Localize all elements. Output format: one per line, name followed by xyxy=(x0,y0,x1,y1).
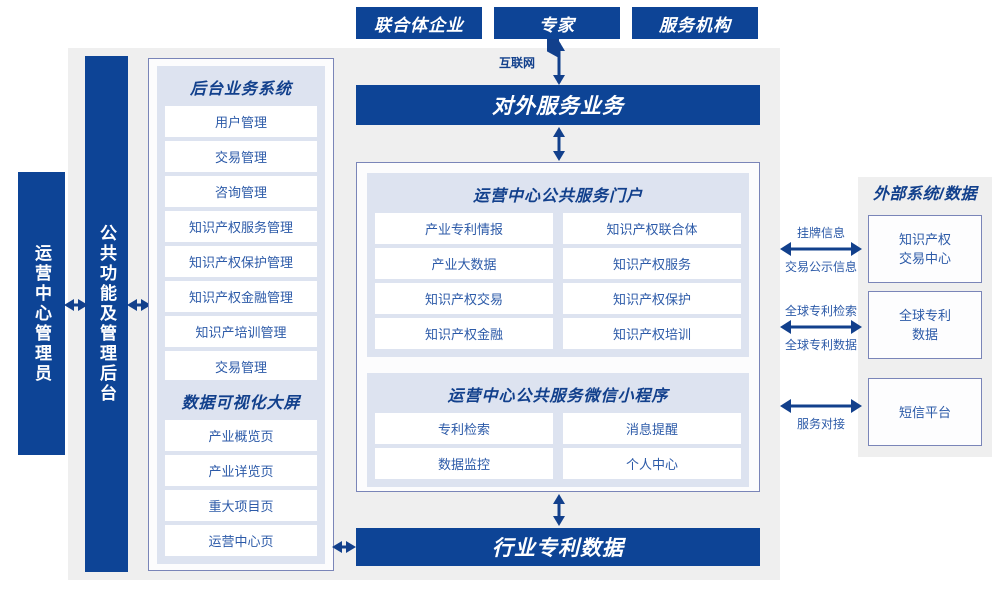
portal-item[interactable]: 知识产权金融 xyxy=(375,318,553,349)
portal-to-patent-data-arrow xyxy=(553,494,565,526)
backend-item[interactable]: 知识产权保护管理 xyxy=(165,246,317,277)
internet-connector-arrow xyxy=(547,39,565,85)
ext-box-line2: 交易中心 xyxy=(898,251,951,266)
service-to-portal-arrow xyxy=(553,127,565,161)
external-connector-label-below-2: 全球专利数据 xyxy=(784,338,857,352)
public-service-portal-group: 运营中心公共服务门户 产业专利情报 知识产权联合体 产业大数据 知识产权服务 知… xyxy=(367,173,749,357)
backend-business-system-group: 后台业务系统 用户管理 交易管理 咨询管理 知识产权服务管理 知识产权保护管理 … xyxy=(157,66,325,425)
portal-item[interactable]: 产业大数据 xyxy=(375,248,553,279)
external-connector-label-above-2: 全球专利检索 xyxy=(784,304,857,318)
backend-item[interactable]: 咨询管理 xyxy=(165,176,317,207)
common-to-backend-arrow xyxy=(127,299,151,311)
portal-item[interactable]: 知识产权交易 xyxy=(375,283,553,314)
backend-group-title: 后台业务系统 xyxy=(189,81,292,98)
mini-item[interactable]: 消息提醒 xyxy=(563,413,741,444)
portal-item[interactable]: 知识产权保护 xyxy=(563,283,741,314)
data-visualization-group: 数据可视化大屏 产业概览页 产业详览页 重大项目页 运营中心页 xyxy=(157,380,325,564)
actor-box-expert[interactable]: 专家 xyxy=(494,7,620,39)
backend-item[interactable]: 交易管理 xyxy=(165,351,317,382)
actor-box-union-enterprise[interactable]: 联合体企业 xyxy=(356,7,482,39)
ext-box-line2: 数据 xyxy=(911,327,938,342)
portal-item[interactable]: 知识产权联合体 xyxy=(563,213,741,244)
mini-item[interactable]: 数据监控 xyxy=(375,448,553,479)
external-connector-label-below-1: 交易公示信息 xyxy=(784,260,857,274)
portal-item[interactable]: 知识产权服务 xyxy=(563,248,741,279)
internet-label: 互联网 xyxy=(498,56,535,70)
mini-item[interactable]: 专利检索 xyxy=(375,413,553,444)
actor-box-service-agency[interactable]: 服务机构 xyxy=(632,7,758,39)
backend-item[interactable]: 知识产培训管理 xyxy=(165,316,317,347)
external-box-sms-platform[interactable]: 短信平台 xyxy=(868,378,982,446)
mini-item[interactable]: 个人中心 xyxy=(563,448,741,479)
portal-item[interactable]: 知识产权培训 xyxy=(563,318,741,349)
visual-group-title: 数据可视化大屏 xyxy=(181,395,301,412)
backend-item[interactable]: 用户管理 xyxy=(165,106,317,137)
ext-box-line1: 知识产权 xyxy=(898,232,951,247)
ext-box-line1: 全球专利 xyxy=(898,308,951,323)
external-box-global-patent-data[interactable]: 全球专利 数据 xyxy=(868,291,982,359)
backend-panel: 后台业务系统 用户管理 交易管理 咨询管理 知识产权服务管理 知识产权保护管理 … xyxy=(148,58,334,571)
visual-item[interactable]: 运营中心页 xyxy=(165,525,317,556)
external-connector-label-above-1: 挂牌信息 xyxy=(796,226,845,240)
visual-item[interactable]: 产业详览页 xyxy=(165,455,317,486)
external-connector-arrow-1 xyxy=(780,242,862,256)
operations-center-admin-bar[interactable]: 运营中心管理员 xyxy=(18,172,65,455)
backend-item[interactable]: 知识产权服务管理 xyxy=(165,211,317,242)
admin-to-common-arrow xyxy=(64,299,88,311)
common-function-management-bar[interactable]: 公共功能及管理后台 xyxy=(85,56,128,572)
external-connector-arrow-2 xyxy=(780,320,862,334)
visual-item[interactable]: 重大项目页 xyxy=(165,490,317,521)
external-service-business-bar[interactable]: 对外服务业务 xyxy=(356,85,760,125)
portal-item[interactable]: 产业专利情报 xyxy=(375,213,553,244)
backend-to-patent-data-arrow xyxy=(332,541,356,553)
industry-patent-data-bar[interactable]: 行业专利数据 xyxy=(356,528,760,566)
backend-item[interactable]: 交易管理 xyxy=(165,141,317,172)
external-connector-arrow-3 xyxy=(780,399,862,413)
external-connector-label-below-3: 服务对接 xyxy=(796,417,845,431)
portal-group-title: 运营中心公共服务门户 xyxy=(472,188,643,205)
visual-item[interactable]: 产业概览页 xyxy=(165,420,317,451)
wechat-miniprogram-group: 运营中心公共服务微信小程序 专利检索 消息提醒 数据监控 个人中心 xyxy=(367,373,749,487)
center-panel: 运营中心公共服务门户 产业专利情报 知识产权联合体 产业大数据 知识产权服务 知… xyxy=(356,162,760,492)
external-box-ip-exchange-center[interactable]: 知识产权 交易中心 xyxy=(868,215,982,283)
external-systems-title: 外部系统/数据 xyxy=(873,186,977,203)
ext-box-line1: 短信平台 xyxy=(898,404,951,420)
backend-item[interactable]: 知识产权金融管理 xyxy=(165,281,317,312)
mini-group-title: 运营中心公共服务微信小程序 xyxy=(447,388,669,405)
